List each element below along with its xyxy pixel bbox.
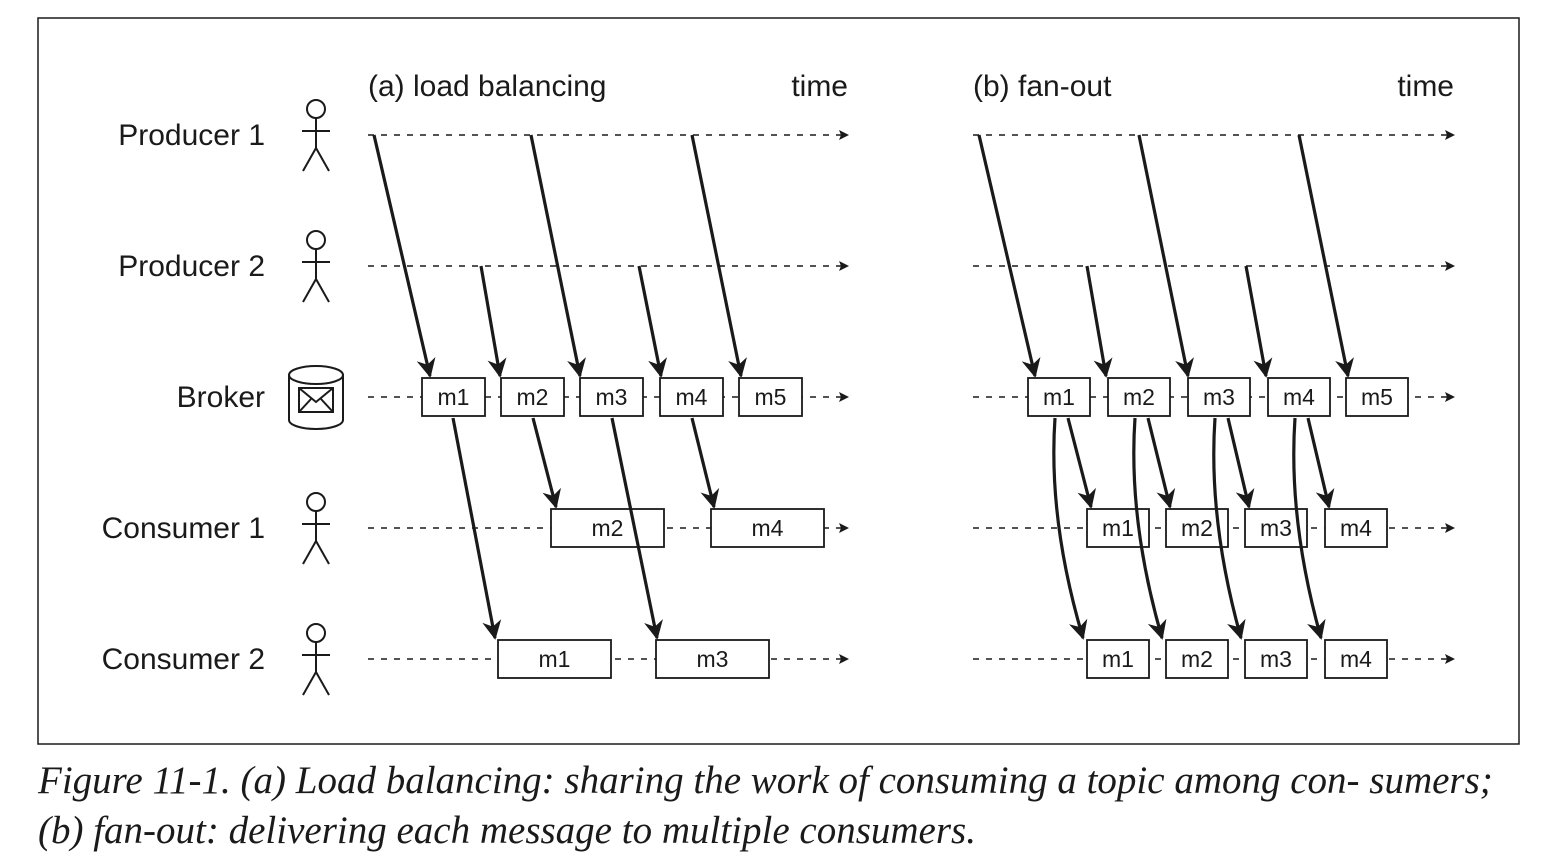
panel-b-consumer-2-message-box: m1: [1086, 639, 1150, 679]
panel-b-broker-message-box: m1: [1027, 377, 1091, 417]
message-boxes: m1 m2 m3 m4 m5 m2 m4 m1 m3 m1 m2 m3 m4 m5 m1 m2 m3 m4 m1 m2…: [421, 377, 1409, 679]
message-label: m1: [1102, 646, 1134, 672]
panel-a-produce-arrow: [637, 265, 668, 378]
person-icon: [302, 99, 330, 172]
panel-b-deliver-consumer-2-arrow: [1132, 417, 1167, 640]
message-label: m1: [1043, 384, 1075, 410]
panel-b-consumer-1-message-box: m3: [1244, 508, 1308, 548]
message-label: m2: [1123, 384, 1155, 410]
panel-a-broker-message-box: m4: [659, 377, 724, 417]
panel-a-broker-message-box: m2: [500, 377, 565, 417]
message-label: m4: [752, 515, 784, 541]
panel-b-produce-arrow: [1297, 134, 1354, 378]
message-label: m3: [1260, 515, 1292, 541]
message-label: m4: [1340, 646, 1372, 672]
panel-b-broker-message-box: m4: [1267, 377, 1331, 417]
person-icon: [302, 492, 330, 565]
panel-a-time-label: time: [791, 70, 848, 103]
message-label: m2: [1181, 515, 1213, 541]
panel-a-produce-arrow: [479, 265, 507, 378]
message-label: m3: [1260, 646, 1292, 672]
message-label: m3: [596, 384, 628, 410]
panel-a-deliver-arrow: [531, 417, 561, 509]
panel-a-produce-arrow: [690, 134, 747, 378]
message-label: m1: [539, 646, 571, 672]
panel-b-deliver-consumer-2-arrow: [1052, 417, 1088, 640]
message-label: m1: [1102, 515, 1134, 541]
panel-b-consumer-2-message-box: m4: [1324, 639, 1388, 679]
panel-a-title: (a) load balancing: [368, 70, 607, 103]
panel-b-produce-arrow: [977, 134, 1041, 378]
panel-b-broker-message-box: m5: [1345, 377, 1409, 417]
panel-b-time-label: time: [1397, 70, 1454, 103]
message-arrows: [372, 134, 1354, 640]
panel-a-consumer-1-message-box: m2: [550, 508, 665, 548]
panel-b-title: (b) fan-out: [973, 70, 1112, 103]
panel-b-deliver-consumer-1-arrow: [1146, 417, 1176, 509]
panel-a-deliver-arrow: [451, 417, 502, 640]
panel-a-consumer-1-message-box: m4: [710, 508, 825, 548]
person-icon: [302, 230, 330, 303]
panel-a-consumer-2-message-box: m3: [655, 639, 770, 679]
panel-b-broker-message-box: m3: [1187, 377, 1251, 417]
row-label-consumer-2: Consumer 2: [102, 643, 265, 676]
panel-b-produce-arrow: [1085, 265, 1113, 378]
row-label-consumer-1: Consumer 1: [102, 512, 265, 545]
row-label-producer-2: Producer 2: [118, 250, 265, 283]
figure-frame: [37, 17, 1520, 745]
message-label: m4: [676, 384, 708, 410]
panel-b-consumer-1-message-box: m4: [1324, 508, 1388, 548]
panel-a-produce-arrow: [529, 134, 586, 378]
panel-b-produce-arrow: [1244, 265, 1273, 378]
message-label: m2: [592, 515, 624, 541]
panel-a-broker-message-box: m1: [421, 377, 486, 417]
panel-a-broker-message-box: m5: [738, 377, 803, 417]
message-label: m4: [1340, 515, 1372, 541]
panel-b-broker-message-box: m2: [1107, 377, 1171, 417]
panel-b-consumer-2-message-box: m2: [1165, 639, 1229, 679]
message-label: m5: [755, 384, 787, 410]
row-label-broker: Broker: [177, 381, 265, 414]
panel-b-deliver-consumer-2-arrow: [1212, 417, 1246, 640]
message-label: m3: [1203, 384, 1235, 410]
panel-b-consumer-2-message-box: m3: [1244, 639, 1308, 679]
panel-a-broker-message-box: m3: [579, 377, 644, 417]
message-label: m1: [438, 384, 470, 410]
message-label: m2: [517, 384, 549, 410]
panel-a-deliver-arrow: [690, 417, 720, 509]
message-label: m4: [1283, 384, 1315, 410]
panel-b-consumer-1-message-box: m2: [1165, 508, 1229, 548]
panel-b-deliver-consumer-2-arrow: [1292, 417, 1326, 640]
message-label: m2: [1181, 646, 1213, 672]
message-label: m5: [1361, 384, 1393, 410]
panel-b-deliver-consumer-1-arrow: [1226, 417, 1255, 509]
panel-b-produce-arrow: [1137, 134, 1194, 378]
message-label: m3: [697, 646, 729, 672]
figure-caption: Figure 11-1. (a) Load balancing: sharing…: [38, 759, 1493, 852]
row-label-producer-1: Producer 1: [118, 119, 265, 152]
message-broker-icon: [288, 365, 344, 430]
person-icon: [302, 623, 330, 696]
panel-b-deliver-consumer-1-arrow: [1066, 417, 1096, 509]
panel-a-consumer-2-message-box: m1: [497, 639, 612, 679]
panel-b-deliver-consumer-1-arrow: [1306, 417, 1335, 509]
panel-a-produce-arrow: [372, 134, 436, 378]
panel-a-deliver-arrow: [610, 417, 663, 640]
